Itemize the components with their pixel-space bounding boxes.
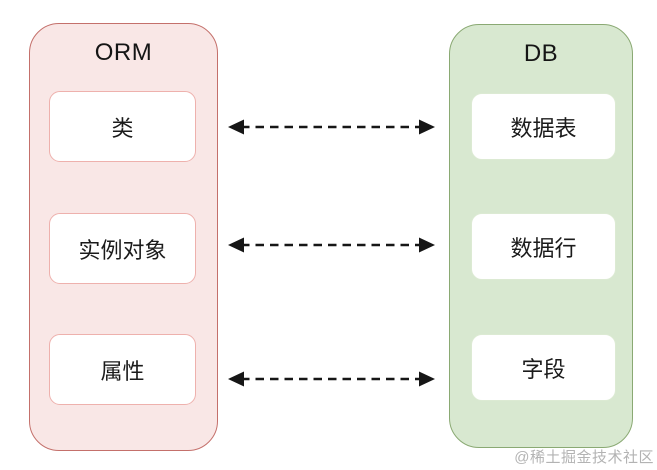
node-data-table-label: 数据表: [510, 115, 577, 141]
node-data-table: 数据表: [471, 93, 616, 160]
node-field: 字段: [471, 334, 616, 401]
double-arrow-icon: [228, 371, 435, 387]
node-class: 类: [49, 91, 196, 162]
node-field-label: 字段: [521, 356, 566, 382]
db-panel-title: DB: [523, 40, 559, 67]
node-instance-object: 实例对象: [49, 213, 196, 284]
orm-panel-title: ORM: [94, 39, 153, 66]
double-arrow-icon: [228, 119, 435, 135]
connection-instance-to-row: [227, 234, 436, 256]
db-panel: DB 数据表 数据行 字段: [449, 24, 633, 448]
node-attribute-label: 属性: [100, 358, 145, 384]
double-arrow-icon: [228, 237, 435, 253]
connection-attribute-to-field: [227, 368, 436, 390]
node-data-row-label: 数据行: [510, 235, 577, 261]
connection-class-to-table: [227, 116, 436, 138]
node-class-label: 类: [111, 115, 134, 141]
watermark: @稀土掘金技术社区: [514, 449, 654, 466]
node-instance-object-label: 实例对象: [78, 237, 167, 263]
orm-panel: ORM 类 实例对象 属性: [29, 23, 218, 451]
node-attribute: 属性: [49, 334, 196, 405]
node-data-row: 数据行: [471, 213, 616, 280]
